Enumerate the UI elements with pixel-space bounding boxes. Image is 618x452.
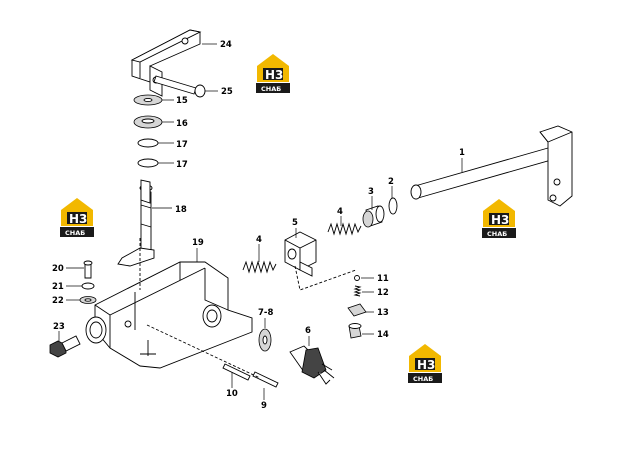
callout-10: 10 [226, 389, 238, 399]
svg-text:H3: H3 [417, 358, 435, 372]
part-16-washer [133, 115, 163, 129]
part-1-shaft [410, 125, 573, 207]
part-3-bushing [362, 205, 385, 228]
callout-15: 15 [176, 96, 188, 106]
part-17-ring-upper [137, 138, 159, 148]
callout-7-8: 7-8 [258, 308, 273, 318]
part-22-washer [79, 296, 97, 304]
part-21-ring [81, 282, 95, 290]
callout-14: 14 [377, 330, 389, 340]
part-19-housing [85, 238, 253, 369]
svg-text:H3: H3 [491, 213, 509, 227]
part-18-shaft [117, 179, 155, 267]
callout-12: 12 [377, 288, 389, 298]
callout-1: 1 [459, 148, 465, 158]
callout-labels: 24 25 15 16 17 17 18 19 20 21 22 23 1 2 … [52, 40, 465, 411]
part-10-pin [222, 363, 251, 381]
svg-text:СНАБ: СНАБ [487, 230, 507, 238]
callout-13: 13 [377, 308, 389, 318]
callout-4-right: 4 [337, 207, 343, 217]
part-5-fork [284, 231, 357, 291]
part-9-pin [252, 371, 279, 388]
svg-text:СНАБ: СНАБ [261, 85, 281, 93]
part-13-plate [347, 303, 367, 317]
callout-16: 16 [176, 119, 188, 129]
part-4-spring-right [327, 222, 362, 236]
part-6-switch [289, 345, 335, 385]
callout-2: 2 [388, 177, 394, 187]
svg-text:СНАБ: СНАБ [413, 375, 433, 383]
part-4-spring-left [242, 260, 277, 274]
callout-20: 20 [52, 264, 64, 274]
watermark-logo-right: H3 СНАБ [482, 199, 516, 238]
callout-5: 5 [292, 218, 298, 228]
callout-17-upper: 17 [176, 140, 188, 150]
svg-text:H3: H3 [69, 212, 87, 226]
part-25-bolt [153, 75, 206, 98]
callout-19: 19 [192, 238, 204, 248]
callout-24: 24 [220, 40, 232, 50]
svg-text:СНАБ: СНАБ [65, 229, 85, 237]
callout-18: 18 [175, 205, 187, 215]
part-15-washer [133, 94, 163, 106]
callout-25: 25 [221, 87, 233, 97]
callout-6: 6 [305, 326, 311, 336]
watermark-logo-left: H3 СНАБ [60, 198, 94, 237]
part-11-ball [354, 275, 360, 281]
callout-21: 21 [52, 282, 64, 292]
callout-11: 11 [377, 274, 389, 284]
callout-3: 3 [368, 187, 374, 197]
callout-17-lower: 17 [176, 160, 188, 170]
callout-22: 22 [52, 296, 64, 306]
part-23-plug [49, 335, 81, 358]
part-12-spring [353, 285, 362, 297]
part-17-ring-lower [137, 158, 159, 168]
callout-9: 9 [261, 401, 267, 411]
watermark-logo-top: H3 СНАБ [256, 54, 290, 93]
callout-23: 23 [53, 322, 65, 332]
watermark-logo-bottom: H3 СНАБ [408, 344, 442, 383]
part-14-plug [348, 323, 362, 339]
svg-text:H3: H3 [265, 68, 283, 82]
callout-4-left: 4 [256, 235, 262, 245]
part-7-8-washer [258, 328, 272, 352]
part-2-ring [388, 197, 398, 215]
part-20-pin [83, 260, 93, 279]
